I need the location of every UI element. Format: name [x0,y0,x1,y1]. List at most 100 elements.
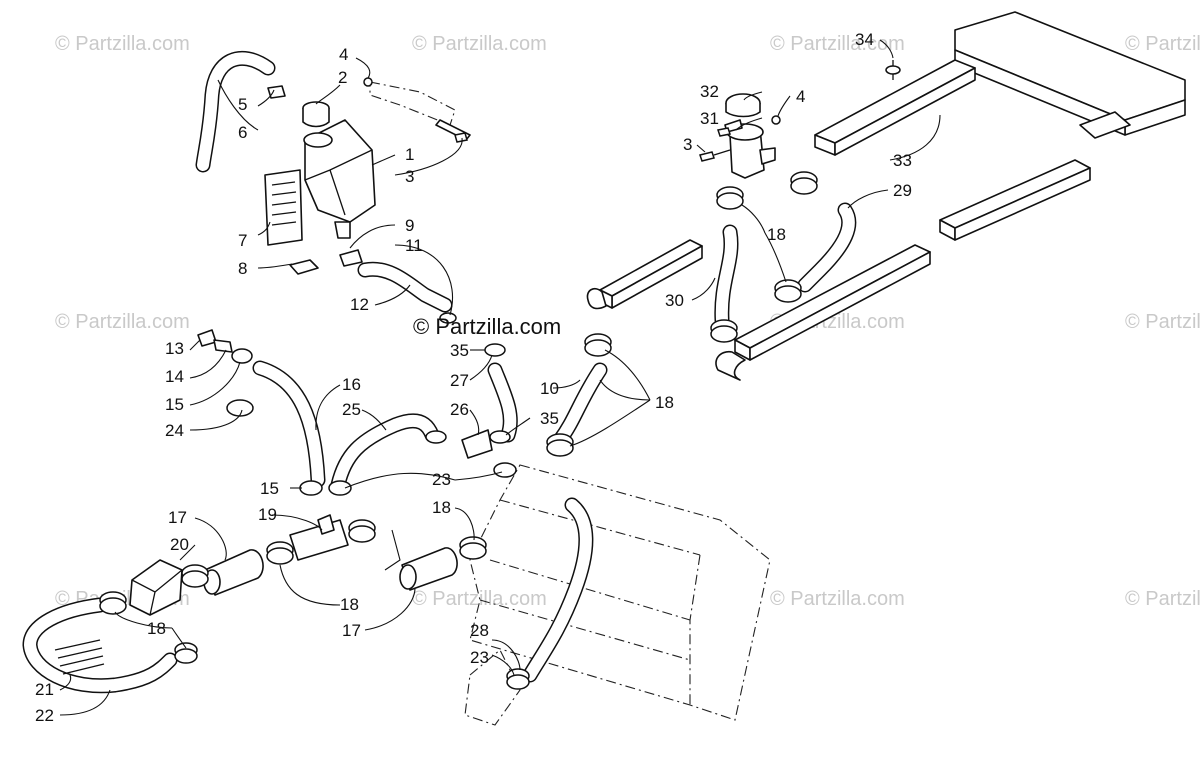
hose-clamp-icon [493,462,517,478]
callout-29: 29 [893,181,912,200]
watermark: © Partzilla.com [55,311,190,333]
callout-11: 11 [405,236,423,255]
hose-clamp-icon [266,541,294,565]
callout-14: 14 [165,367,184,386]
bolt-icon [885,60,901,80]
hose-clamp-icon [174,642,198,664]
callout-9: 9 [405,216,414,235]
callout-10: 10 [540,379,559,398]
callout-28: 28 [470,621,489,640]
center-watermark: © Partzilla.com [413,314,561,339]
callout-3: 3 [405,167,414,186]
callout-16: 16 [342,375,361,394]
watermark: © Partzilla.com [1125,588,1200,610]
hose-clamp-icon [181,564,209,588]
reservoir-bracket [369,81,471,141]
bolt-icon [717,127,731,137]
hose-clamp-icon [546,433,574,457]
cooler-rail [715,244,931,381]
overflow-hose [195,50,286,173]
callout-26: 26 [450,400,469,419]
hose-clamp-icon [99,591,127,615]
hose-clamp-icon [506,668,530,690]
radiator-cap-icon [725,93,761,118]
decal [264,169,303,246]
hose-12 [289,249,453,313]
callout-31: 31 [700,109,719,128]
hose-clamp-icon [710,319,738,343]
hose-clamp-icon [231,348,253,364]
hose-clamp-icon [348,519,376,543]
watermark: © Partzilla.com [412,33,547,55]
watermark: © Partzilla.com [1125,33,1200,55]
hose-clamp-icon [299,480,323,496]
tee-fittings [289,429,493,561]
callout-5: 5 [238,95,247,114]
lower-left-hose [22,597,178,694]
callout-12: 12 [350,295,369,314]
callout-1: 1 [405,145,414,164]
bolt-icon [771,115,781,125]
callout-23: 23 [432,470,451,489]
callout-24: 24 [165,421,184,440]
callout-27: 27 [450,371,469,390]
callout-15: 15 [165,395,184,414]
bolt-icon [699,149,731,162]
callout-7: 7 [238,231,247,250]
callout-35: 35 [450,341,469,360]
callout-21: 21 [35,680,54,699]
hoses-upper-right [552,202,857,448]
sleeve-17 [203,547,458,596]
callout-25: 25 [342,400,361,419]
heat-exchanger-frame [814,11,1186,241]
callout-23: 23 [470,648,489,667]
bolt-icon [363,77,373,87]
callout-35: 35 [540,409,559,428]
hose-clamp-icon [716,186,744,210]
callout-34: 34 [855,30,874,49]
watermark: © Partzilla.com [770,588,905,610]
chassis-panel [464,464,771,726]
callout-18: 18 [655,393,674,412]
hose-clamp-icon [774,279,802,303]
callout-30: 30 [665,291,684,310]
hose-16 [197,329,326,488]
hose-27 [487,362,518,443]
callout-22: 22 [35,706,54,725]
callout-4: 4 [796,87,805,106]
hose-clamp-icon [459,536,487,560]
hose-clamp-icon [584,333,612,357]
callout-3: 3 [683,135,692,154]
callout-8: 8 [238,259,247,278]
hose-25 [330,413,440,493]
watermark: © Partzilla.com [55,33,190,55]
hose-clamp-icon [425,430,447,444]
callout-17: 17 [342,621,361,640]
hose-clamp-icon [489,430,511,444]
fasteners [363,60,901,162]
cooler-upper [586,239,703,310]
bolt-icon [454,132,468,143]
hose-clamps [99,171,818,690]
callout-18: 18 [147,619,166,638]
callout-13: 13 [165,339,184,358]
callout-18: 18 [432,498,451,517]
callout-20: 20 [170,535,189,554]
hose-clamp-icon [790,171,818,195]
coolant-box [129,559,183,616]
watermark: © Partzilla.com [1125,311,1200,333]
hose-clamp-icon [439,312,457,324]
hose-clamp-icon [328,480,352,496]
coolant-reservoir [303,119,376,239]
hose-clamp-icon [484,343,506,357]
thermostat-housing [724,119,776,179]
watermark: © Partzilla.com [770,33,905,55]
callout-19: 19 [258,505,277,524]
callout-17: 17 [168,508,187,527]
hose-clamp-icon [226,399,254,417]
callout-4: 4 [339,45,348,64]
callout-numbers: 1 2 3 3 4 4 5 6 7 8 9 10 11 12 13 14 15 … [35,30,912,725]
hose-28 [522,497,594,683]
callout-33: 33 [893,151,912,170]
